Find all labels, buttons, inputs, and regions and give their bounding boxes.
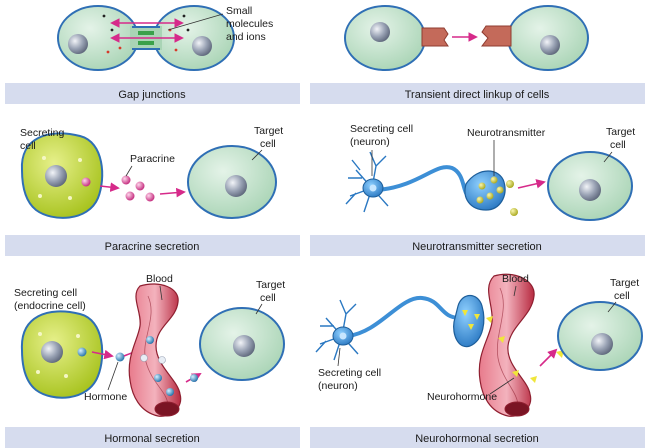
hormonal-secreting-nucleus: [41, 341, 63, 363]
neurohormonal-axon-terminal: [453, 294, 485, 348]
neurotransmitter-molecule-2: [510, 208, 518, 216]
neurohormone-molecule-2: [512, 370, 519, 377]
neurohormonal-neuron-dendrites: [315, 299, 359, 361]
hormonal-target-nucleus: [233, 335, 255, 357]
hormonal-blood-vessel: [128, 283, 182, 417]
linkup-panel: [344, 5, 589, 71]
caption-bar-hormonal: [5, 427, 300, 448]
caption-neurotransmitter: Neurotransmitter secretion: [412, 241, 542, 253]
neurohormonal-panel: Blood Target cell Secreting cell (neuron…: [315, 273, 643, 417]
paracrine-panel: Secreting cell Target cell Paracrine: [20, 125, 286, 219]
caption-paracrine: Paracrine secretion: [105, 241, 200, 253]
gap-channel-2: [138, 41, 154, 45]
gap-channel-1: [138, 31, 154, 35]
paracrine-secreting-label: Secreting cell: [20, 127, 67, 152]
neurotransmitter-axon: [377, 165, 471, 198]
neurohormonal-arrow: [539, 348, 558, 367]
caption-transient-linkup: Transient direct linkup of cells: [405, 89, 550, 101]
caption-bar-gap: [5, 83, 300, 104]
hormonal-molecule-target: [190, 374, 198, 382]
caption-neurohormonal: Neurohormonal secretion: [415, 433, 539, 445]
neurotransmitter-target-label: Target cell: [606, 126, 638, 151]
neurotransmitter-arrow: [517, 179, 546, 189]
paracrine-target-nucleus: [225, 175, 247, 197]
gap-nucleus-left: [68, 34, 88, 54]
linkup-surface-receptor: [481, 25, 512, 47]
hormonal-secreting-label: Secreting cell (endocrine cell): [14, 287, 86, 312]
gap-junction-panel: Small molecules and ions: [57, 5, 276, 71]
paracrine-target-label: Target cell: [254, 125, 286, 150]
caption-gap-junctions: Gap junctions: [118, 89, 186, 101]
hormonal-arrow-1: [91, 349, 114, 360]
caption-bar-paracrine: [5, 235, 300, 256]
caption-hormonal: Hormonal secretion: [104, 433, 199, 445]
neurotransmitter-panel: Secreting cell (neuron) Neurotransmitter…: [345, 123, 638, 221]
neurotransmitter-messenger-label: Neurotransmitter: [467, 127, 546, 139]
linkup-surface-marker: [421, 27, 449, 47]
hormonal-blood-label: Blood: [146, 273, 173, 285]
paracrine-molecule-3: [125, 191, 135, 201]
paracrine-secreting-nucleus: [45, 165, 67, 187]
neurohormonal-blood-label: Blood: [502, 273, 529, 285]
hormonal-panel: Secreting cell (endocrine cell) Blood Ta…: [14, 273, 288, 417]
neurohormonal-secreting-label: Secreting cell (neuron): [318, 367, 384, 392]
neurohormonal-messenger-label: Neurohormone: [427, 391, 497, 403]
linkup-nucleus-left: [370, 22, 390, 42]
hormonal-vessel-lumen: [154, 401, 180, 417]
paracrine-molecule-4: [145, 192, 155, 202]
neurotransmitter-secreting-label: Secreting cell (neuron): [350, 123, 416, 148]
paracrine-vesicle: [81, 177, 91, 187]
caption-bar-neurohormonal: [310, 427, 645, 448]
neurohormone-molecule-3: [530, 376, 537, 383]
neurohormonal-target-nucleus: [591, 333, 613, 355]
neurotransmitter-molecule-1: [506, 180, 514, 188]
neurohormone-molecule-1: [498, 336, 505, 343]
neurotransmitter-target-nucleus: [579, 179, 601, 201]
hormone-molecule: [115, 352, 125, 362]
linkup-nucleus-right: [540, 35, 560, 55]
gap-label: Small molecules and ions: [226, 5, 276, 43]
gap-nucleus-right: [192, 36, 212, 56]
paracrine-arrow-1: [99, 182, 120, 192]
neurotransmitter-neuron-dendrites: [345, 151, 389, 213]
neurohormonal-axon: [347, 295, 461, 338]
neurohormonal-vessel-lumen: [504, 401, 530, 417]
paracrine-molecule-1: [121, 175, 131, 185]
hormonal-messenger-label: Hormone: [84, 391, 127, 403]
hormonal-vesicle: [77, 347, 87, 357]
neurohormonal-target-label: Target cell: [610, 277, 642, 302]
paracrine-molecule-2: [135, 181, 145, 191]
paracrine-messenger-label: Paracrine: [130, 153, 175, 165]
caption-bar-linkup: [310, 83, 645, 104]
caption-bar-neurotransmitter: [310, 235, 645, 256]
paracrine-arrow-2: [159, 187, 186, 198]
hormonal-target-label: Target cell: [256, 279, 288, 304]
